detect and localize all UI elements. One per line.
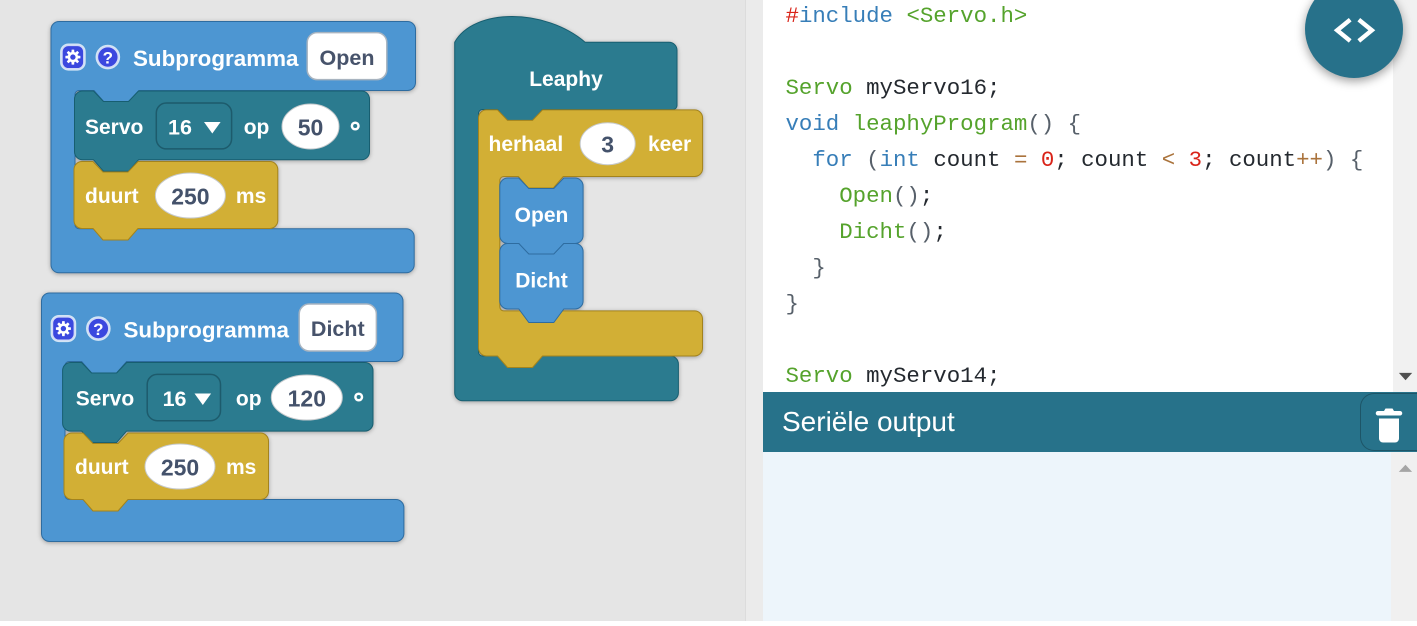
svg-text:16: 16 bbox=[163, 387, 187, 411]
svg-text:3: 3 bbox=[601, 132, 614, 158]
svg-text:Servo: Servo bbox=[85, 116, 143, 139]
svg-text:250: 250 bbox=[171, 184, 209, 210]
svg-text:op: op bbox=[244, 116, 270, 139]
svg-text:Open: Open bbox=[515, 204, 569, 227]
svg-text:16: 16 bbox=[168, 116, 192, 140]
svg-text:ms: ms bbox=[226, 456, 256, 479]
svg-text:op: op bbox=[236, 388, 262, 411]
svg-text:herhaal: herhaal bbox=[489, 133, 564, 156]
svg-text:Open: Open bbox=[320, 46, 375, 70]
svg-text:Subprogramma: Subprogramma bbox=[124, 318, 290, 343]
svg-text:Dicht: Dicht bbox=[311, 317, 365, 341]
svg-text:?: ? bbox=[93, 320, 103, 339]
svg-text:ms: ms bbox=[236, 185, 266, 208]
svg-text:keer: keer bbox=[648, 133, 691, 156]
svg-text:duurt: duurt bbox=[75, 456, 129, 479]
svg-text:?: ? bbox=[103, 49, 113, 68]
svg-text:250: 250 bbox=[161, 455, 199, 481]
svg-text:Servo: Servo bbox=[76, 388, 134, 411]
svg-text:duurt: duurt bbox=[85, 185, 139, 208]
svg-text:120: 120 bbox=[288, 386, 326, 412]
svg-text:Leaphy: Leaphy bbox=[529, 68, 603, 91]
svg-text:Subprogramma: Subprogramma bbox=[133, 46, 299, 71]
svg-text:Dicht: Dicht bbox=[515, 270, 568, 293]
svg-text:50: 50 bbox=[298, 115, 324, 141]
